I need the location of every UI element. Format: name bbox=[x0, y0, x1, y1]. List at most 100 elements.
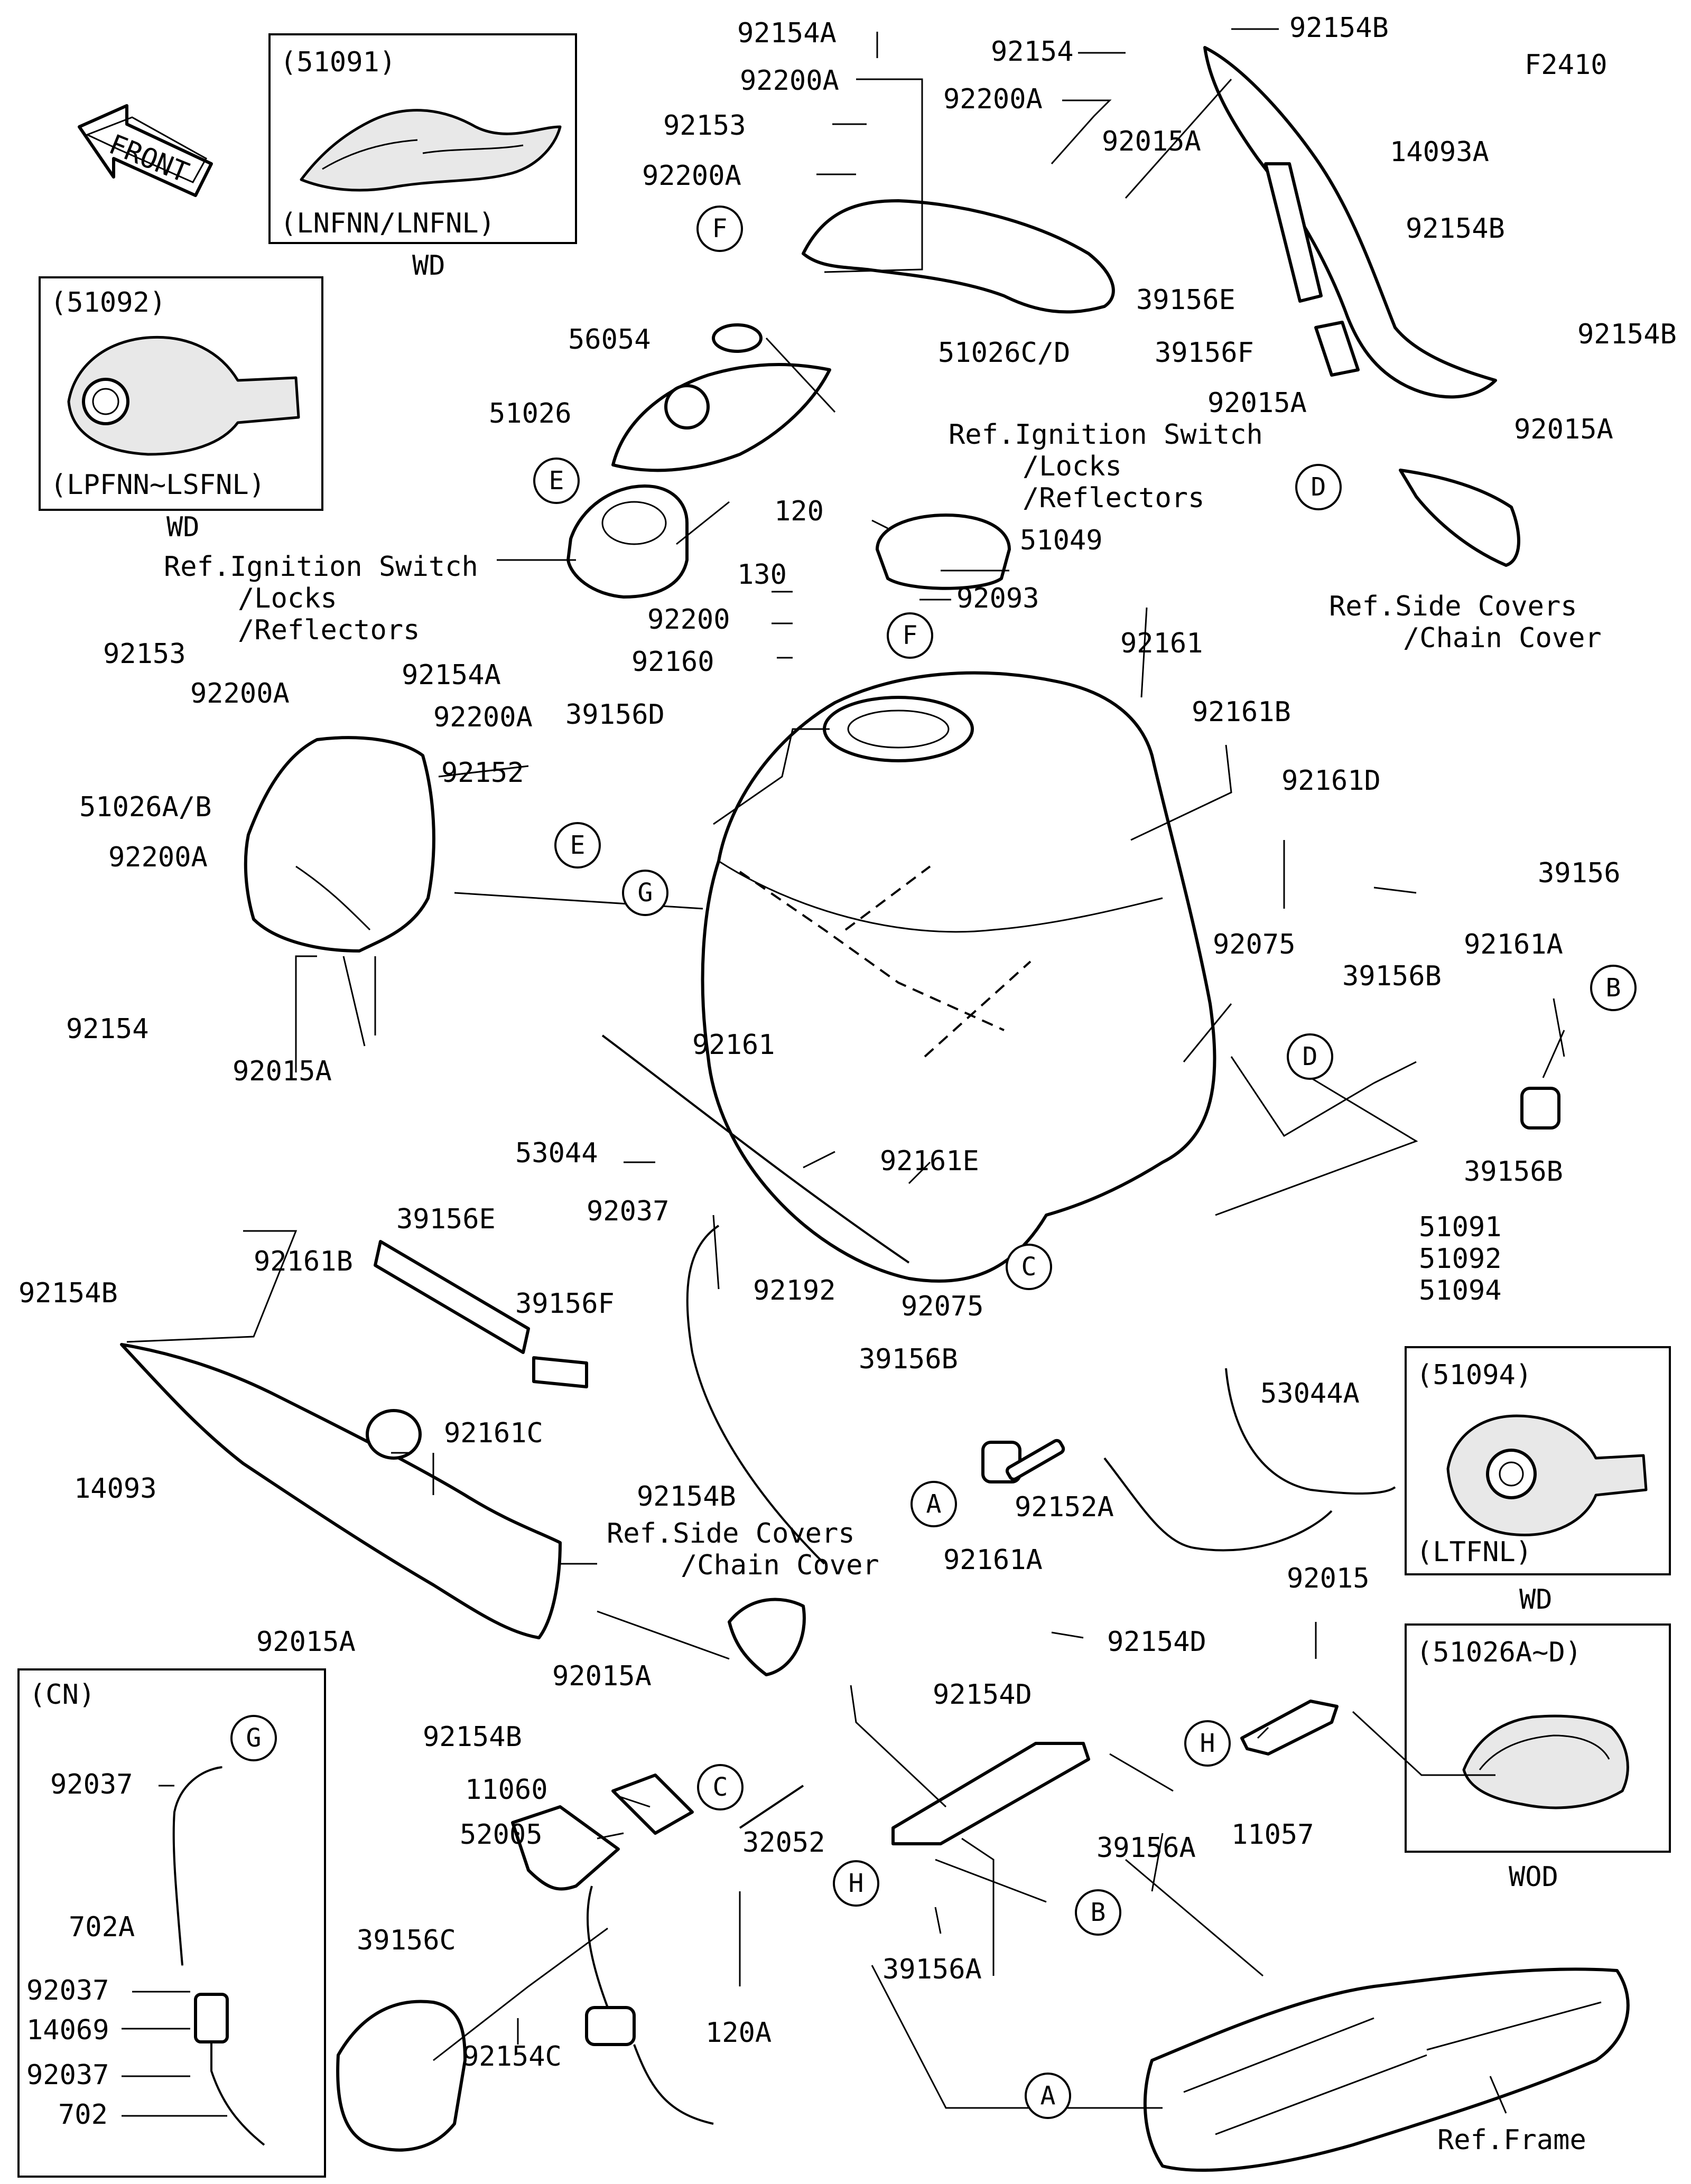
part-label: 92153 bbox=[663, 110, 746, 142]
svg-text:H: H bbox=[849, 1869, 864, 1898]
svg-text:B: B bbox=[1606, 973, 1621, 1003]
svg-text:Ref.Side Covers: Ref.Side Covers bbox=[607, 1518, 855, 1550]
part-label: 92200A bbox=[740, 65, 839, 97]
part-label: 92200A bbox=[433, 702, 533, 733]
part-label: 92152A bbox=[1015, 1491, 1114, 1523]
part-label: 92015A bbox=[256, 1626, 356, 1658]
part-label: 92154 bbox=[66, 1013, 149, 1045]
inset-variant: (LNFNN/LNFNL) bbox=[280, 208, 495, 239]
part-label: 11060 bbox=[465, 1774, 548, 1806]
svg-text:Ref.Ignition Switch: Ref.Ignition Switch bbox=[164, 551, 478, 583]
svg-text:A: A bbox=[1040, 2081, 1056, 2111]
part-label: 92015A bbox=[233, 1056, 332, 1087]
part-label: 92200A bbox=[943, 83, 1043, 115]
part-label: 92037 bbox=[26, 2059, 109, 2091]
inset-part-number: (51026A~D) bbox=[1416, 1637, 1582, 1668]
part-label: 92200A bbox=[108, 842, 208, 873]
ref-ignition-switch-2: Ref.Ignition Switch /Locks /Reflectors bbox=[164, 551, 478, 646]
part-label: 56054 bbox=[568, 324, 651, 356]
inset-cn: (CN) bbox=[17, 1668, 326, 2178]
part-label: 130 bbox=[737, 559, 787, 591]
part-label: 39156E bbox=[1136, 284, 1235, 316]
part-label: 92015A bbox=[1514, 414, 1613, 445]
part-label: 14093A bbox=[1390, 136, 1489, 168]
part-label: 39156F bbox=[1155, 337, 1254, 369]
part-label: 51026A/B bbox=[79, 791, 211, 823]
part-label: 92200A bbox=[642, 160, 741, 192]
callout-letters: F E D F E G B D C A G H C H B A bbox=[230, 206, 1637, 2119]
part-label: 92154D bbox=[1107, 1626, 1206, 1658]
part-label: 14069 bbox=[26, 2014, 109, 2046]
fuel-pump bbox=[511, 1805, 620, 1891]
inset-caption: WOD bbox=[1509, 1861, 1558, 1893]
part-label: 92093 bbox=[956, 583, 1039, 614]
callout-G-2: G bbox=[230, 1715, 277, 1761]
side-trim-14093 bbox=[120, 1343, 562, 1639]
callout-D-1: D bbox=[1295, 464, 1342, 510]
bracket-39156c bbox=[336, 2000, 467, 2152]
part-label: 92154B bbox=[423, 1721, 522, 1753]
svg-text:H: H bbox=[1200, 1729, 1215, 1758]
part-label: 51092 bbox=[1419, 1243, 1502, 1275]
part-label: 92200 bbox=[647, 604, 730, 636]
svg-text:/Locks: /Locks bbox=[238, 583, 337, 614]
callout-F-2: F bbox=[887, 612, 933, 659]
part-label: 92154B bbox=[637, 1481, 736, 1513]
svg-text:D: D bbox=[1303, 1042, 1318, 1071]
svg-text:/Reflectors: /Reflectors bbox=[1023, 482, 1204, 514]
part-label: 92075 bbox=[1213, 929, 1296, 960]
part-labels: 92154A 92200A 92154 92200A 92154B 92153 … bbox=[18, 12, 1677, 2131]
callout-E-1: E bbox=[533, 458, 580, 504]
svg-text:B: B bbox=[1091, 1898, 1106, 1927]
inset-part-number: (51094) bbox=[1416, 1359, 1532, 1391]
inset-51092: (51092) (LPFNN~LSFNL) WD bbox=[39, 276, 323, 543]
inset-caption: WD bbox=[166, 511, 200, 543]
part-label: 51091 bbox=[1419, 1211, 1502, 1243]
part-label: 92154 bbox=[991, 36, 1074, 68]
fuel-tank bbox=[701, 671, 1216, 1283]
inset-51094: (51094) (LTFNL) WD bbox=[1405, 1346, 1671, 1616]
part-label: 39156 bbox=[1538, 857, 1621, 889]
part-label: 92154B bbox=[18, 1277, 118, 1309]
ref-side-covers-1: Ref.Side Covers /Chain Cover bbox=[1329, 591, 1602, 654]
svg-text:Ref.Ignition Switch: Ref.Ignition Switch bbox=[949, 419, 1263, 451]
svg-text:C: C bbox=[713, 1772, 728, 1802]
svg-text:C: C bbox=[1021, 1252, 1037, 1282]
part-label: 39156B bbox=[1342, 960, 1442, 992]
part-label: 51094 bbox=[1419, 1275, 1502, 1306]
part-label: 120A bbox=[705, 2017, 772, 2049]
part-label: 92075 bbox=[901, 1291, 984, 1322]
hose-53044a bbox=[1225, 1368, 1396, 1495]
svg-text:/Chain Cover: /Chain Cover bbox=[681, 1550, 879, 1581]
part-label: 39156D bbox=[565, 699, 665, 731]
svg-text:G: G bbox=[246, 1723, 262, 1753]
part-label: 92192 bbox=[753, 1275, 836, 1306]
part-label: 92015A bbox=[1102, 126, 1201, 157]
part-label: 52005 bbox=[460, 1819, 543, 1851]
svg-text:Ref.Side Covers: Ref.Side Covers bbox=[1329, 591, 1577, 622]
svg-text:Ref.Frame: Ref.Frame bbox=[1437, 2124, 1586, 2156]
part-label: 92154A bbox=[402, 659, 501, 691]
part-label: 39156F bbox=[515, 1288, 615, 1320]
part-label: 11057 bbox=[1231, 1819, 1314, 1851]
svg-text:F: F bbox=[903, 621, 918, 650]
svg-text:/Chain Cover: /Chain Cover bbox=[1403, 622, 1602, 654]
part-label: 32052 bbox=[742, 1827, 825, 1859]
front-arrow-icon: FRONT bbox=[78, 104, 213, 197]
part-label: 51026 bbox=[489, 398, 572, 430]
callout-D-2: D bbox=[1287, 1033, 1333, 1080]
callout-B-1: B bbox=[1590, 965, 1637, 1011]
inset-caption: WD bbox=[412, 250, 445, 282]
part-label: 120 bbox=[774, 496, 824, 527]
part-label: 92161E bbox=[880, 1145, 979, 1177]
side-panel-51026ab bbox=[244, 736, 435, 953]
part-label: 53044A bbox=[1260, 1378, 1360, 1410]
diagram-code: F2410 bbox=[1525, 49, 1608, 81]
ref-side-covers-2: Ref.Side Covers /Chain Cover bbox=[607, 1518, 879, 1581]
part-label: 92153 bbox=[103, 638, 186, 670]
ref-frame: Ref.Frame bbox=[1437, 2124, 1586, 2156]
part-label: 92037 bbox=[50, 1769, 133, 1800]
ref-ignition-switch-1: Ref.Ignition Switch /Locks /Reflectors bbox=[949, 419, 1263, 514]
part-label: 92152 bbox=[441, 757, 524, 789]
inset-part-number: (51091) bbox=[280, 46, 396, 78]
